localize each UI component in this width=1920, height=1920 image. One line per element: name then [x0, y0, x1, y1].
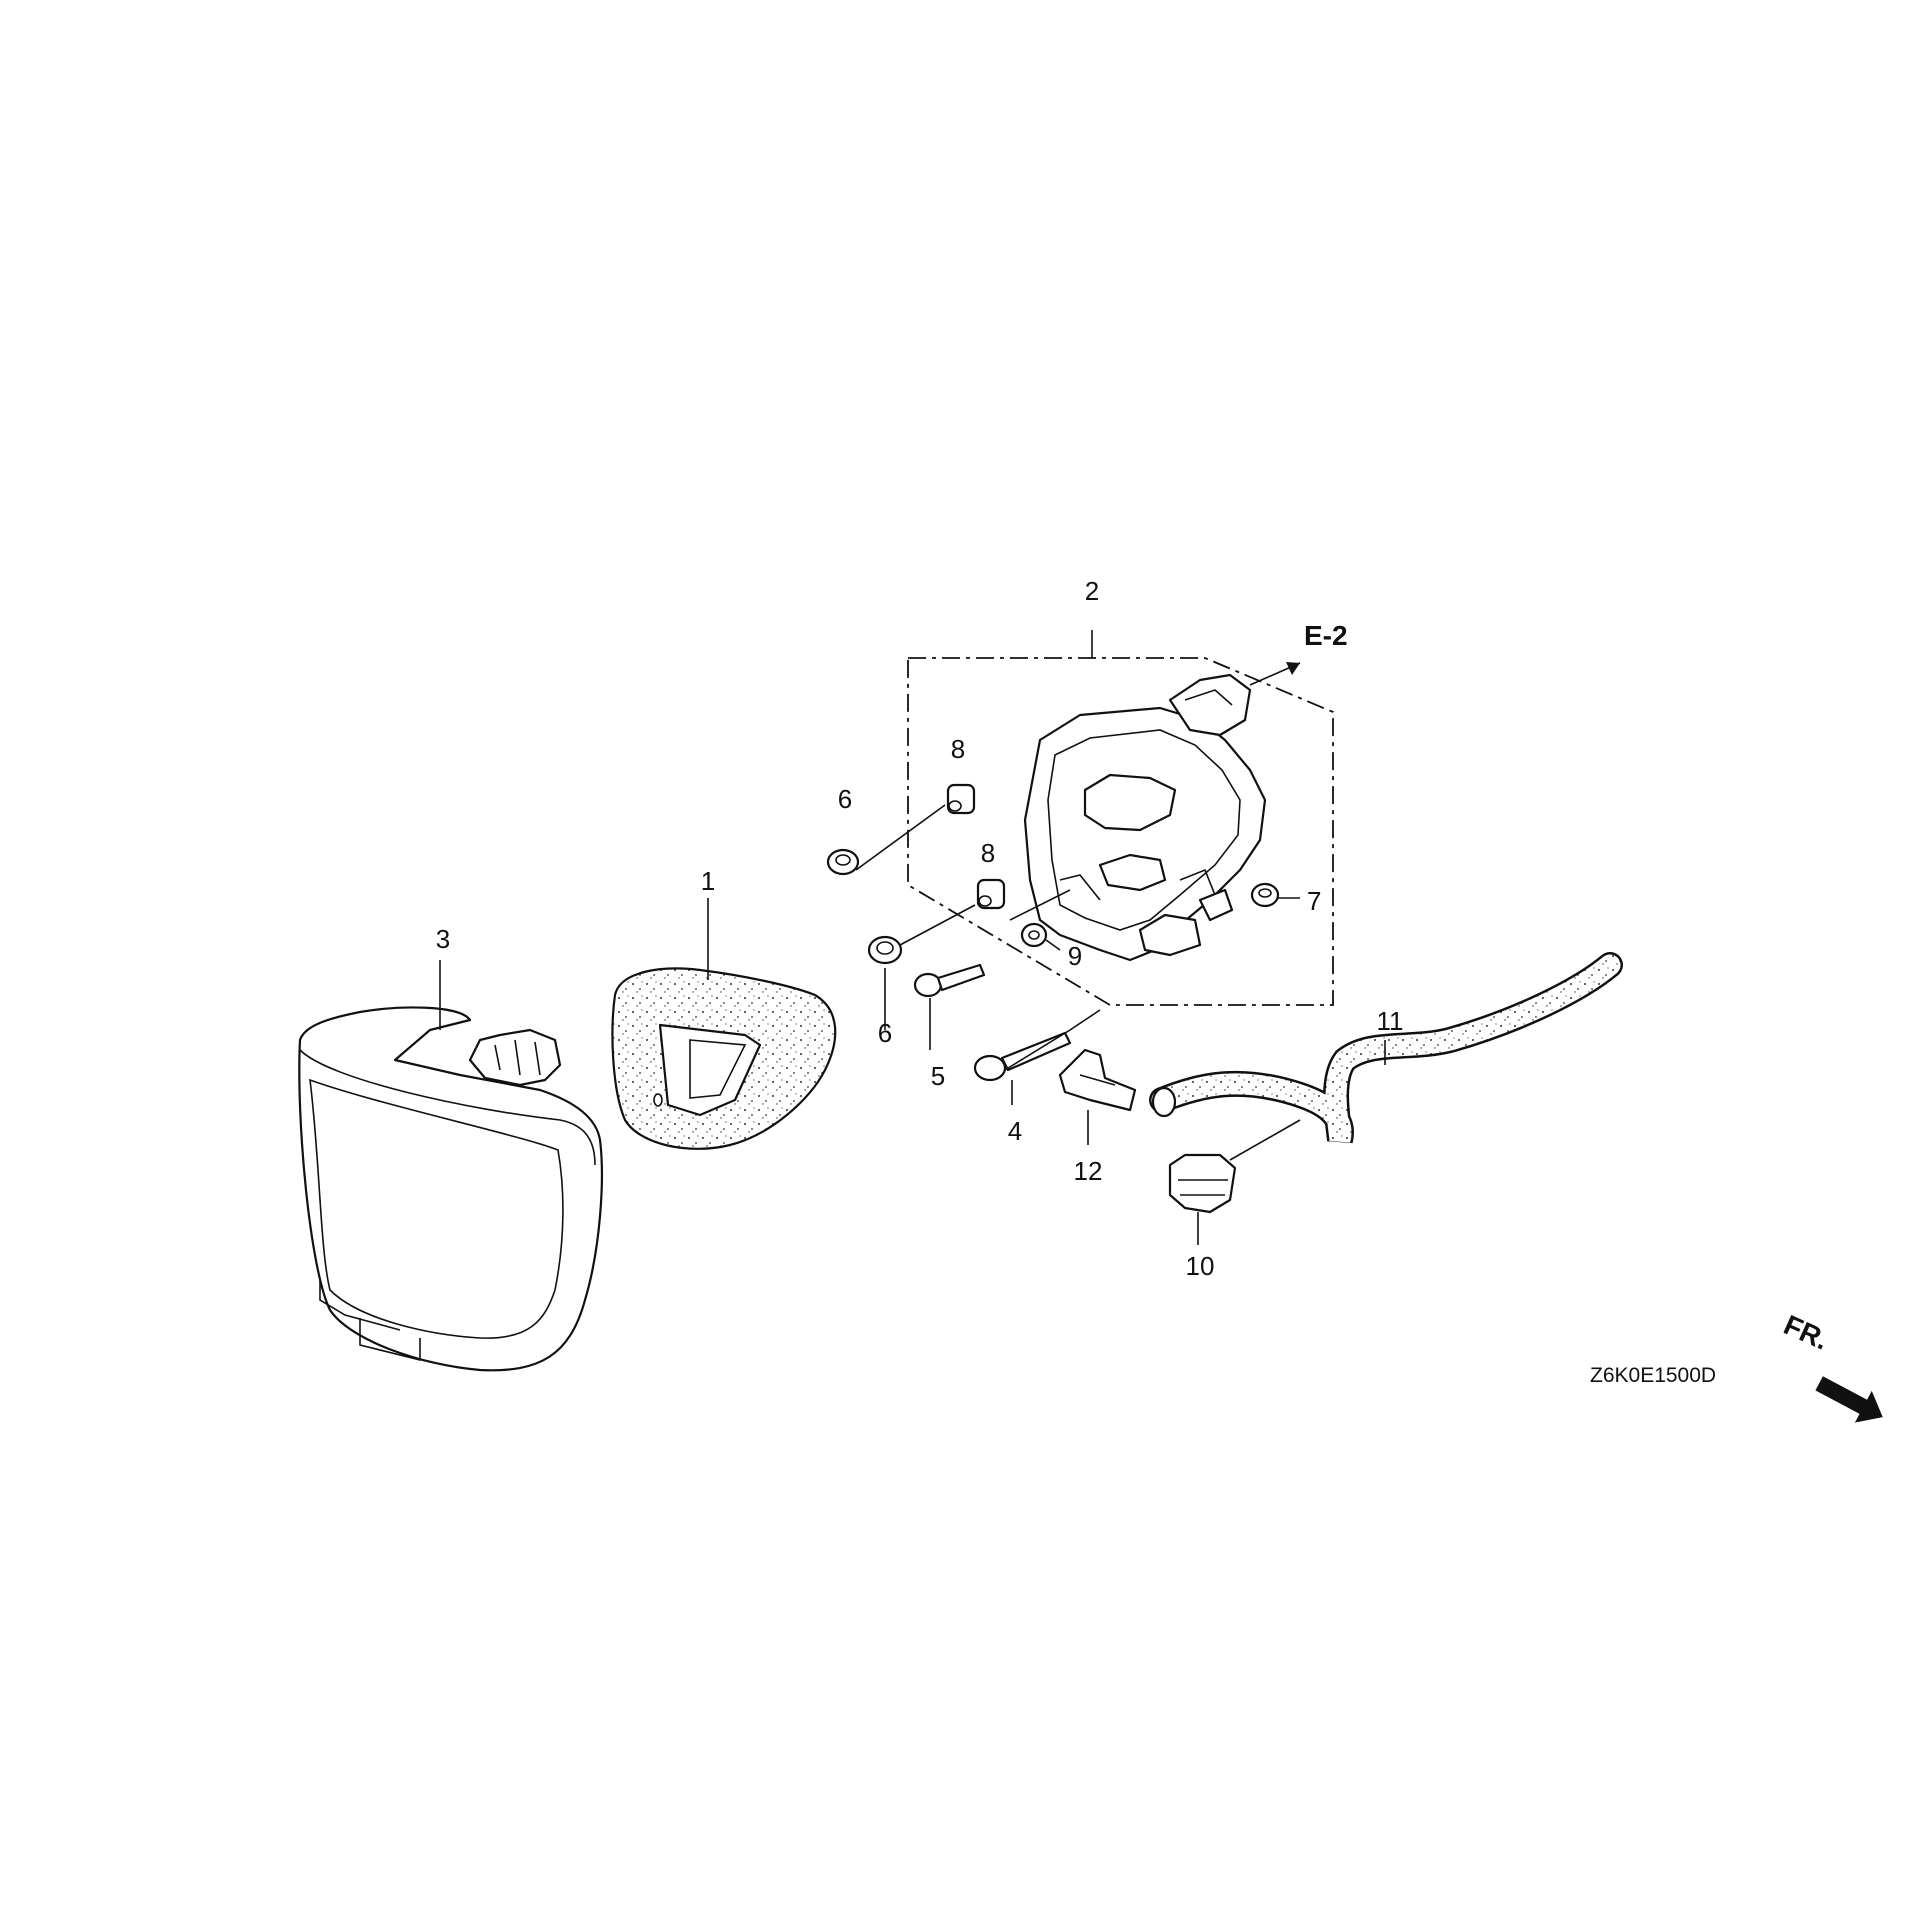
hose-clip-12: [1058, 1048, 1137, 1112]
breather-tube-11: [1149, 952, 1623, 1144]
leader-lines: [439, 630, 1386, 1245]
collar-9: [1020, 922, 1048, 948]
label-part-8-lower: 8: [981, 838, 995, 868]
label-part-8-upper: 8: [951, 734, 965, 764]
label-part-5: 5: [931, 1061, 945, 1091]
collar-8-lower: [976, 878, 1006, 910]
reference-arrow: [1249, 662, 1301, 686]
air-cleaner-element: [611, 967, 837, 1150]
air-cleaner-case: [907, 657, 1334, 1006]
label-part-6-upper: 6: [838, 784, 852, 814]
air-cleaner-cover: [298, 1006, 603, 1372]
front-direction-label: FR.: [1779, 1309, 1833, 1356]
label-part-7: 7: [1307, 886, 1321, 916]
collar-8-upper: [946, 783, 976, 815]
flange-nut-6-lower: [867, 935, 903, 965]
drawing-code: Z6K0E1500D: [1590, 1364, 1716, 1387]
grommet-10: [1168, 1153, 1237, 1214]
label-part-10: 10: [1186, 1251, 1215, 1281]
bolt-4: [973, 1031, 1072, 1082]
label-part-3: 3: [436, 924, 450, 954]
bolt-5: [913, 963, 986, 998]
front-direction-arrow: [1815, 1376, 1883, 1423]
label-part-9: 9: [1068, 941, 1082, 971]
label-part-6-lower: 6: [878, 1018, 892, 1048]
label-part-1: 1: [701, 866, 715, 896]
reference-e2: E-2: [1304, 620, 1348, 651]
label-part-4: 4: [1008, 1116, 1022, 1146]
label-part-12: 12: [1074, 1156, 1103, 1186]
nut-7: [1250, 882, 1280, 908]
label-part-11: 11: [1377, 1006, 1404, 1036]
label-part-2: 2: [1085, 576, 1099, 606]
flange-nut-6-upper: [826, 848, 860, 876]
